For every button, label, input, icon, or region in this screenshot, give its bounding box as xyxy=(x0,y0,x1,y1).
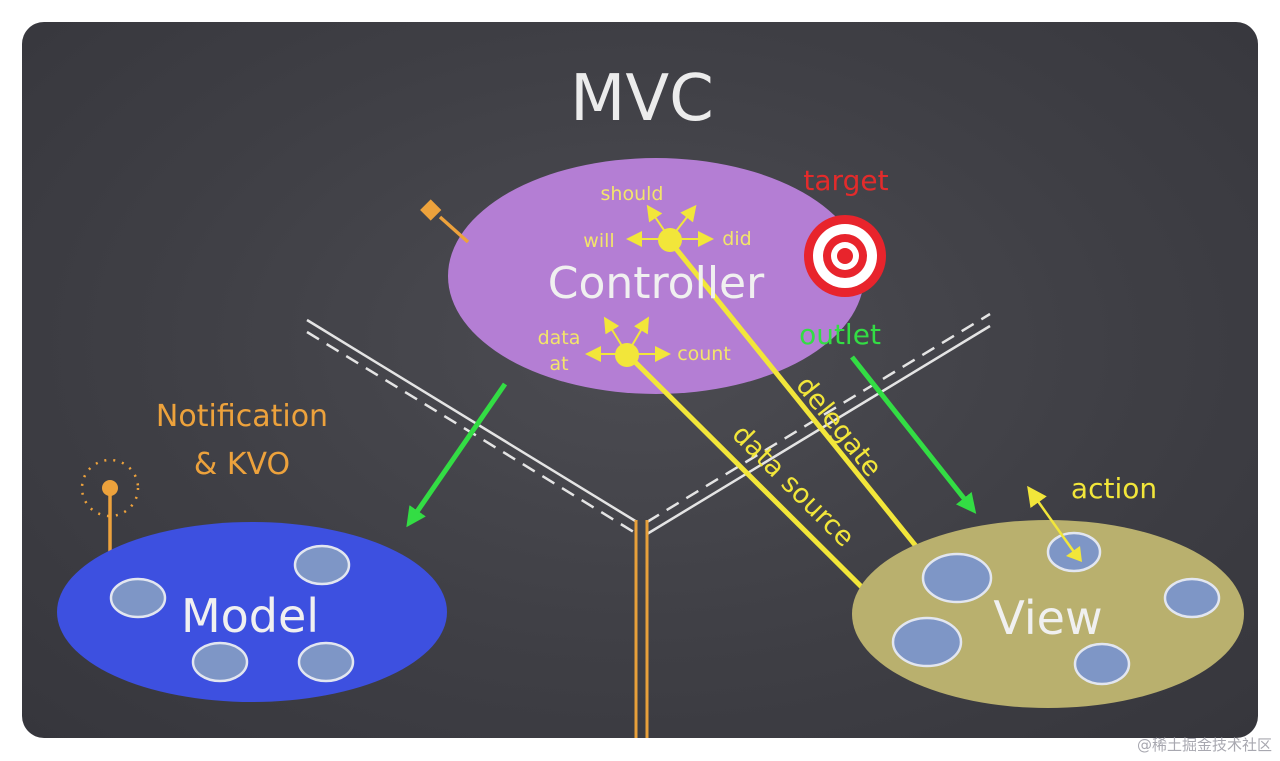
model-object-bubble xyxy=(297,641,355,683)
model-object-bubble xyxy=(191,641,249,683)
model-object-bubble xyxy=(109,577,167,619)
datasource-junction xyxy=(585,316,671,367)
controller-to-model-arrow xyxy=(406,382,508,528)
delegate-junction xyxy=(626,204,714,252)
count-label: count xyxy=(677,343,731,365)
view-object-bubble xyxy=(921,552,993,604)
target-label: target xyxy=(803,164,888,197)
notification-label-line1: Notification xyxy=(156,399,328,434)
at-label: at xyxy=(549,353,568,375)
watermark: @稀土掘金技术社区 xyxy=(1136,736,1272,754)
mvc-diagram: MVC xyxy=(57,62,1244,738)
outlet-label: outlet xyxy=(799,318,881,351)
right-boundary-line xyxy=(646,312,991,536)
action-arrow xyxy=(1027,485,1082,562)
view-object-bubble xyxy=(891,616,963,668)
notification-label-line2: & KVO xyxy=(194,447,290,482)
did-label: did xyxy=(722,228,751,250)
chalkboard: MVC xyxy=(22,22,1258,738)
controller-label: Controller xyxy=(548,258,765,309)
data-label: data xyxy=(538,327,581,349)
model-object-bubble xyxy=(293,544,351,586)
controller-antenna xyxy=(420,199,470,244)
target-icon xyxy=(804,215,886,297)
should-label: should xyxy=(601,183,664,205)
outlet-arrow xyxy=(850,355,977,514)
controller-ellipse xyxy=(448,158,864,394)
action-label: action xyxy=(1071,472,1157,505)
delegate-line xyxy=(667,238,959,599)
will-label: will xyxy=(583,230,614,252)
model-label: Model xyxy=(181,589,319,643)
view-object-bubble xyxy=(1163,577,1221,619)
diagram-title: MVC xyxy=(570,62,714,136)
view-object-bubble xyxy=(1073,642,1131,686)
view-label: View xyxy=(993,591,1102,645)
model-radio-antenna xyxy=(80,458,140,552)
center-divider xyxy=(634,520,649,738)
